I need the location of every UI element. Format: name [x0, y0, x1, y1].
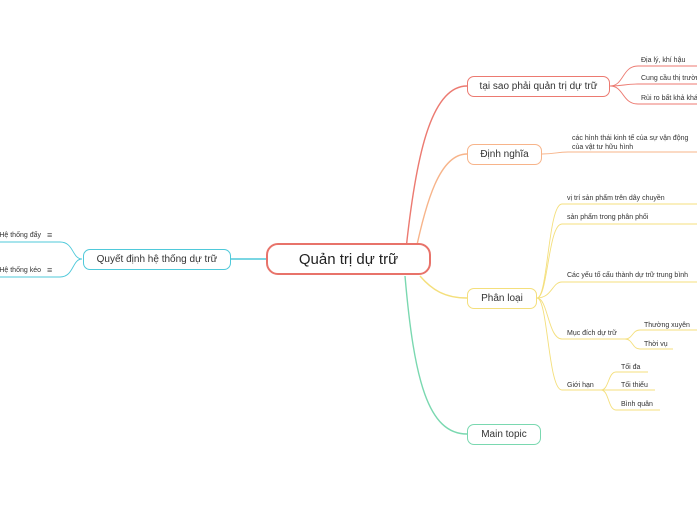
- subtopic-toi-da[interactable]: Tối đa: [621, 364, 641, 371]
- subtopic-he-thong-keo[interactable]: Hệ thống kéo: [0, 267, 41, 274]
- subtopic-dinh-nghia-text[interactable]: các hình thái kinh tế của sự vận động củ…: [572, 135, 689, 151]
- subtopic-toi-thieu[interactable]: Tối thiểu: [621, 382, 648, 389]
- subtopic-thuong-xuyen[interactable]: Thường xuyên: [644, 322, 690, 329]
- connector-main-topic: [404, 275, 468, 435]
- topic-quyet-dinh[interactable]: Quyết định hệ thống dự trữ: [83, 249, 231, 270]
- subtopic-yeu-to-cau-thanh[interactable]: Các yếu tố cấu thành dự trữ trung bình: [567, 272, 689, 279]
- topic-main-topic-label: Main topic: [481, 429, 527, 440]
- topic-dinh-nghia-label: Định nghĩa: [480, 149, 529, 160]
- central-topic-label: Quản trị dự trữ: [298, 250, 399, 268]
- topic-tai-sao-label: tại sao phải quản trị dự trữ: [479, 81, 598, 92]
- subtopic-rui-ro[interactable]: Rủi ro bất khả kháng: [641, 95, 697, 102]
- topic-dinh-nghia[interactable]: Định nghĩa: [467, 144, 542, 165]
- central-topic[interactable]: Quản trị dự trữ: [266, 243, 431, 275]
- subtopic-san-pham-phan-phoi[interactable]: sản phẩm trong phân phối: [567, 214, 649, 221]
- topic-quyet-dinh-label: Quyết định hệ thống dự trữ: [96, 254, 218, 265]
- subtopic-binh-quan[interactable]: Bình quân: [621, 401, 653, 408]
- subtopic-dia-ly[interactable]: Địa lý, khí hậu: [641, 57, 686, 64]
- topic-phan-loai-label: Phân loại: [481, 293, 523, 304]
- topic-main-topic[interactable]: Main topic: [467, 424, 541, 445]
- topic-tai-sao[interactable]: tại sao phải quản trị dự trữ: [467, 76, 610, 97]
- subtopic-cung-cau[interactable]: Cung cầu thị trường: [641, 75, 697, 82]
- subtopic-muc-dich[interactable]: Mục đích dự trữ: [567, 330, 617, 337]
- connector-phan-loai: [419, 275, 468, 299]
- connector-dinh-nghia: [413, 153, 468, 260]
- connector-tai-sao: [404, 85, 468, 260]
- menu-icon[interactable]: ≡: [47, 230, 53, 240]
- topic-phan-loai[interactable]: Phân loại: [467, 288, 537, 309]
- subtopic-he-thong-day[interactable]: Hệ thống đẩy: [0, 232, 41, 239]
- subtopic-gioi-han[interactable]: Giới hạn: [567, 382, 594, 389]
- menu-icon[interactable]: ≡: [47, 265, 53, 275]
- subtopic-thoi-vu[interactable]: Thời vụ: [644, 341, 668, 348]
- subtopic-vi-tri[interactable]: vị trí sản phẩm trên dây chuyền: [567, 195, 665, 202]
